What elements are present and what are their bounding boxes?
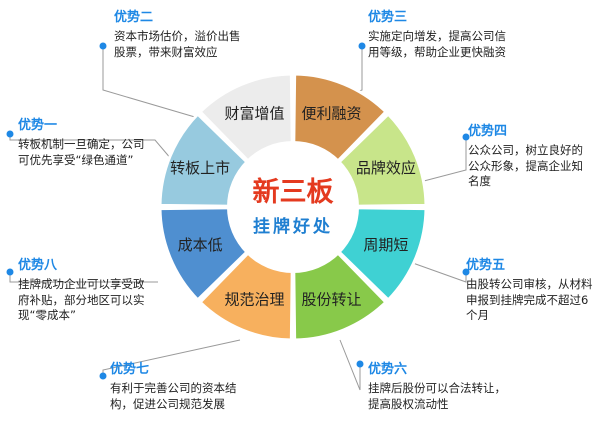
connector-dot bbox=[99, 42, 107, 50]
callout-heading: 优势一 bbox=[18, 118, 58, 133]
callout-advantage-4: 优势四 公众公司，树立良好的公众形象，提高企业知名度 bbox=[468, 124, 594, 190]
callout-heading: 优势二 bbox=[114, 10, 154, 25]
connector-dot bbox=[356, 360, 364, 368]
wheel-segment-label: 财富增值 bbox=[225, 105, 285, 123]
wheel-segment-labels: 财富增值便利融资品牌效应周期短股份转让规范治理 成本低 转板上市 bbox=[170, 105, 416, 309]
callout-text: 挂牌后股份可以合法转让，提高股权流动性 bbox=[368, 381, 506, 411]
callout-text: 公众公司，树立良好的公众形象，提高企业知名度 bbox=[468, 143, 583, 188]
center-subtitle: 挂牌好处 bbox=[253, 216, 333, 237]
connector-lines bbox=[6, 42, 470, 391]
callout-advantage-7: 优势七 有利于完善公司的资本结构，促进公司规范发展 bbox=[110, 362, 242, 412]
wheel-segment-label: 成本低 bbox=[178, 236, 223, 254]
wheel-segment-label: 品牌效应 bbox=[356, 159, 416, 177]
callout-heading: 优势三 bbox=[368, 10, 408, 25]
callout-advantage-3: 优势三 实施定向增发，提高公司信用等级，帮助企业更快融资 bbox=[368, 10, 508, 60]
callout-text: 实施定向增发，提高公司信用等级，帮助企业更快融资 bbox=[368, 29, 506, 59]
connector-dot bbox=[462, 268, 470, 276]
callout-advantage-8: 优势八 挂牌成功企业可以享受政府补贴，部分地区可以实现“零成本” bbox=[18, 258, 150, 324]
wheel-segments bbox=[158, 72, 428, 342]
center-circle bbox=[227, 141, 359, 273]
callout-heading: 优势四 bbox=[468, 124, 508, 139]
callout-heading: 优势五 bbox=[466, 258, 506, 273]
callout-heading: 优势七 bbox=[110, 362, 150, 377]
callout-advantage-1: 优势一 转板机制一旦确定，公司可优先享受“绿色通道” bbox=[18, 118, 152, 168]
callout-text: 有利于完善公司的资本结构，促进公司规范发展 bbox=[110, 381, 237, 411]
connector-dot bbox=[6, 268, 14, 276]
wheel-segment-label: 转板上市 bbox=[170, 159, 230, 177]
wheel-segment-label: 周期短 bbox=[363, 236, 408, 254]
wheel-segment-label: 规范治理 bbox=[225, 290, 285, 308]
callout-text: 资本市场估价，溢价出售股票，带来财富效应 bbox=[114, 29, 241, 59]
callout-text: 由股转公司审核，从材料申报到挂牌完成不超过6个月 bbox=[466, 277, 593, 322]
callout-advantage-2: 优势二 资本市场估价，溢价出售股票，带来财富效应 bbox=[114, 10, 242, 60]
connector-dot bbox=[99, 372, 107, 380]
callout-advantage-6: 优势六 挂牌后股份可以合法转让，提高股权流动性 bbox=[368, 362, 508, 412]
wheel-segment-label: 便利融资 bbox=[301, 105, 361, 123]
center-title: 新三板 bbox=[253, 176, 334, 208]
callout-heading: 优势六 bbox=[368, 362, 408, 377]
connector-dot bbox=[358, 42, 366, 50]
connector-dot bbox=[6, 130, 14, 138]
wheel-segment-label: 股份转让 bbox=[301, 290, 361, 308]
callout-heading: 优势八 bbox=[18, 258, 58, 273]
callout-text: 挂牌成功企业可以享受政府补贴，部分地区可以实现“零成本” bbox=[18, 277, 145, 322]
callout-advantage-5: 优势五 由股转公司审核，从材料申报到挂牌完成不超过6个月 bbox=[466, 258, 596, 324]
connector-dot bbox=[462, 133, 470, 141]
callout-text: 转板机制一旦确定，公司可优先享受“绿色通道” bbox=[18, 137, 145, 167]
